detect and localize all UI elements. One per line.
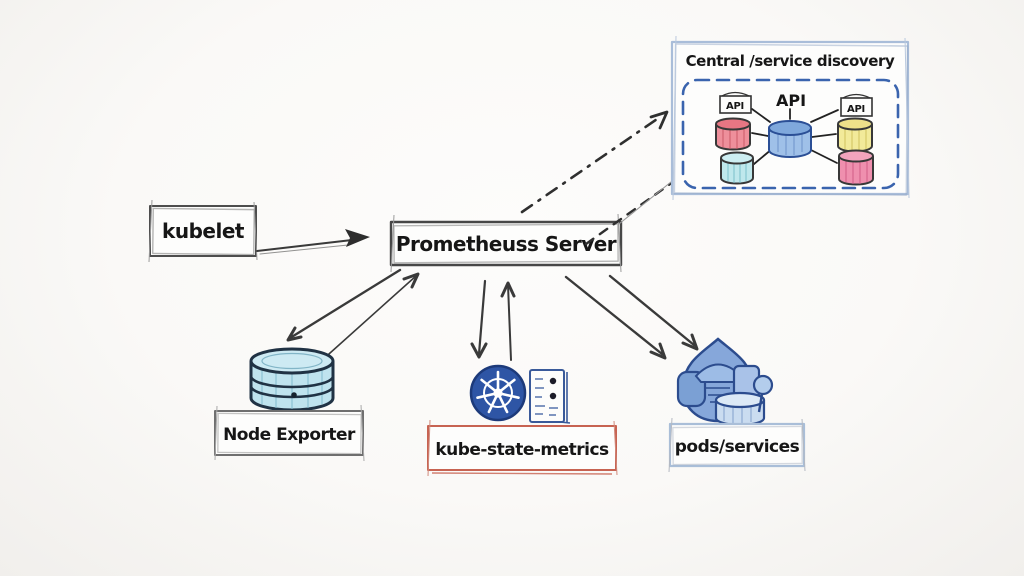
kube-state-metrics-label: kube-state-metrics <box>435 440 609 460</box>
arrow-to-kube-state-metrics <box>477 279 487 356</box>
api-badge-right-label: API <box>847 104 865 115</box>
arrow-to-pods-services-2 <box>608 274 696 347</box>
kubernetes-wheel-icon <box>469 364 527 422</box>
node-kube-state-metrics: kube-state-metrics <box>427 364 618 477</box>
discovery-cylinder-bottom-left <box>720 151 754 185</box>
node-node-exporter: Node Exporter <box>214 347 365 462</box>
pods-cluster-icon <box>676 337 774 427</box>
discovery-connections <box>751 108 839 165</box>
node-pods-services: pods/services <box>668 337 806 473</box>
discovery-dashed-border <box>681 78 900 190</box>
dash-arrow-head <box>649 110 669 130</box>
arrow-from-node-exporter <box>319 275 417 363</box>
api-badge-right: API <box>840 93 873 117</box>
discovery-cylinder-bottom-right <box>838 149 874 186</box>
arrow-to-node-exporter <box>288 268 402 340</box>
arrow-from-kube-state-metrics <box>507 284 512 361</box>
service-discovery-title: Central /service discovery <box>686 52 895 70</box>
prometheus-server-label: Prometheuss Server <box>396 232 617 256</box>
discovery-cylinder-right <box>837 117 873 153</box>
pods-services-label: pods/services <box>675 437 800 457</box>
api-badge-left-label: API <box>726 101 744 112</box>
api-badge-left: API <box>719 91 752 114</box>
kubelet-label: kubelet <box>162 219 245 243</box>
metrics-list-icon <box>529 369 571 424</box>
pod-left-lobe <box>676 370 707 408</box>
api-center-label: API <box>776 91 806 110</box>
node-exporter-label: Node Exporter <box>223 425 356 445</box>
arrow-kubelet-to-prometheus <box>256 229 370 255</box>
dash-dot-arrow-line <box>520 115 662 214</box>
discovery-cylinder-center <box>768 120 812 158</box>
database-cylinder-icon <box>249 347 335 412</box>
pod-cylinder <box>714 391 766 427</box>
node-service-discovery: Central /service discovery <box>670 35 910 201</box>
discovery-cylinder-left <box>715 117 751 151</box>
edges-prometheus-bottom <box>286 268 699 363</box>
dashed-line <box>584 160 703 246</box>
cylinder-dot <box>291 392 297 398</box>
arrow-to-pods-services-1 <box>564 275 664 356</box>
node-kubelet: kubelet <box>148 199 258 263</box>
magnifier-icon <box>752 374 774 413</box>
node-prometheus-server: Prometheuss Server <box>389 213 623 273</box>
